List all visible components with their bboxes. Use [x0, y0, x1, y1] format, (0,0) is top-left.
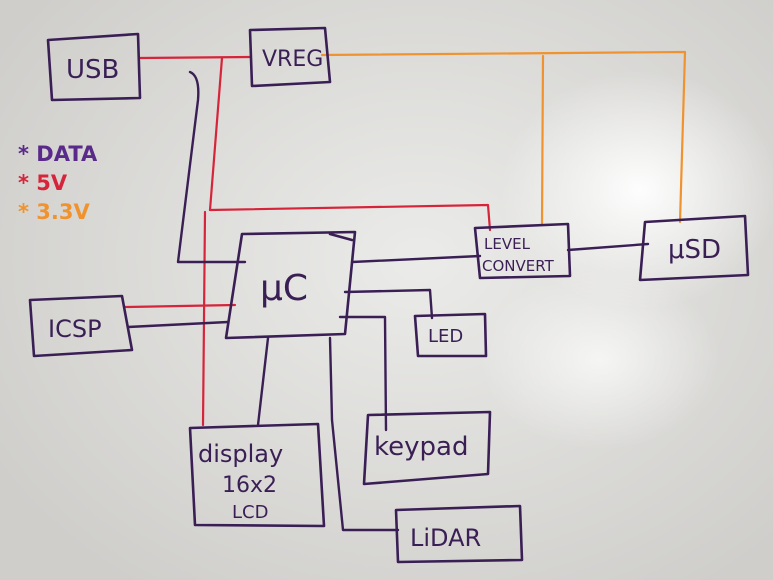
- usd-box: [638, 214, 750, 282]
- display-label-2: 16x2: [222, 473, 277, 498]
- level-convert-label-1: LEVEL: [484, 235, 531, 253]
- legend-marker: *: [18, 200, 29, 224]
- uc-box: [224, 230, 357, 340]
- led-label: LED: [428, 326, 463, 347]
- legend-label: 5V: [36, 171, 68, 195]
- icsp-label: ICSP: [48, 315, 102, 343]
- vreg-box: [248, 26, 332, 88]
- icsp-box: [28, 294, 134, 358]
- keypad-box: [362, 410, 492, 486]
- legend: * DATA * 5V * 3.3V: [18, 140, 97, 227]
- uc-box-mark: [328, 232, 354, 242]
- usb-box: [46, 32, 142, 102]
- usb-label: USB: [66, 55, 119, 85]
- display-label-3: LCD: [232, 502, 268, 523]
- led-box: [413, 312, 488, 358]
- level-convert-label-2: CONVERT: [482, 257, 555, 275]
- legend-marker: *: [18, 171, 29, 195]
- legend-marker: *: [18, 142, 29, 166]
- legend-label: DATA: [36, 142, 98, 166]
- legend-item-5v: * 5V: [18, 169, 97, 198]
- wires-3v3: [320, 50, 687, 226]
- display-label-1: display: [198, 440, 283, 468]
- legend-item-data: * DATA: [18, 140, 97, 169]
- uc-label: μC: [260, 268, 308, 309]
- level-convert-box: [473, 222, 572, 280]
- usd-label: μSD: [668, 235, 721, 265]
- wires-data: [126, 70, 650, 532]
- legend-item-3v3: * 3.3V: [18, 198, 97, 227]
- display-box: [188, 422, 326, 528]
- vreg-label: VREG: [262, 47, 323, 72]
- lidar-box: [394, 504, 524, 564]
- keypad-label: keypad: [374, 432, 468, 462]
- legend-label: 3.3V: [36, 200, 90, 224]
- wires-5v: [123, 55, 492, 427]
- lidar-label: LiDAR: [410, 524, 481, 552]
